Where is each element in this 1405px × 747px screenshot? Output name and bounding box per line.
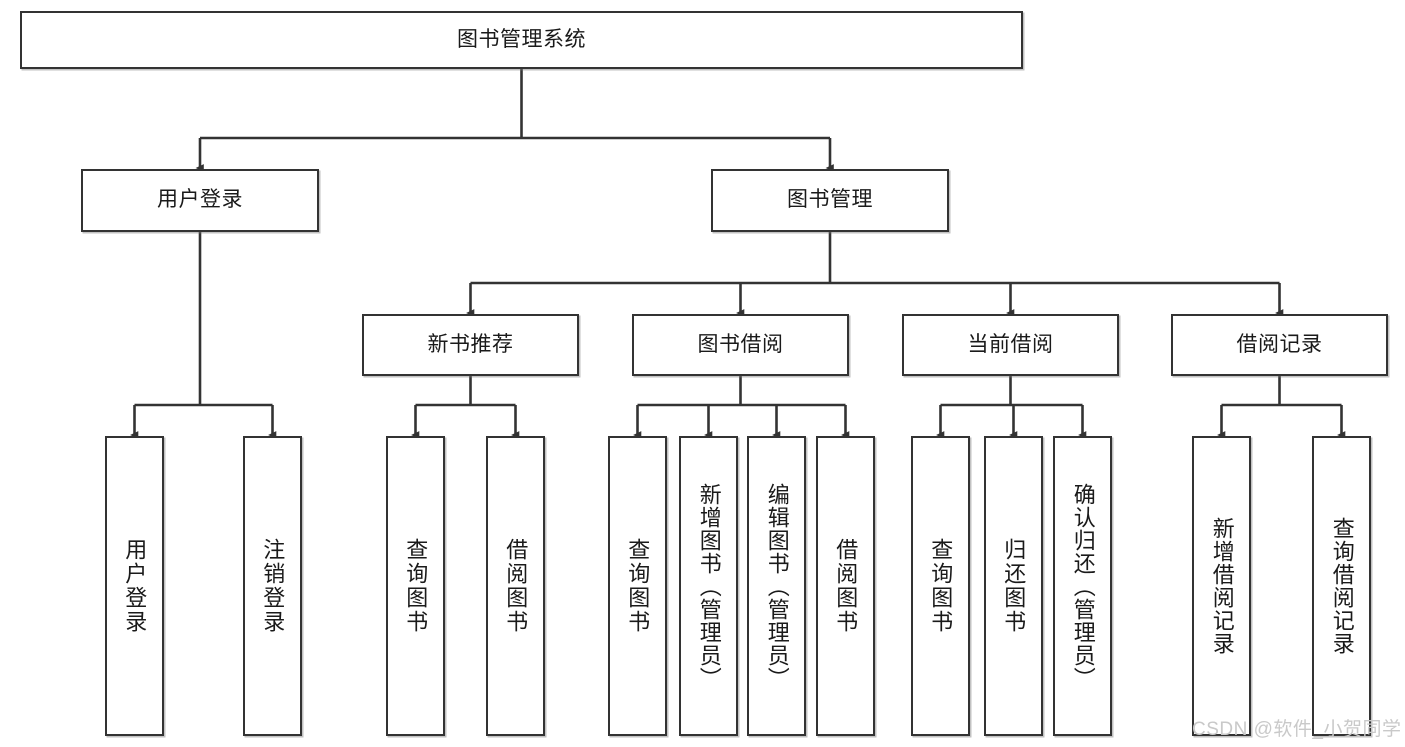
- leaf-query-book-1-label: 查询图书: [403, 538, 429, 634]
- leaf-borrow-book-2-label: 借阅图书: [833, 538, 859, 634]
- leaf-query-book-1[interactable]: 查询图书: [386, 436, 445, 736]
- leaf-query-book-3[interactable]: 查询图书: [911, 436, 970, 736]
- leaf-user-logout[interactable]: 注销登录: [243, 436, 302, 736]
- node-new-book-recommendation-label: 新书推荐: [427, 332, 514, 356]
- node-borrowing-record-label: 借阅记录: [1236, 332, 1323, 356]
- node-new-book-recommendation[interactable]: 新书推荐: [362, 314, 579, 376]
- node-book-borrowing[interactable]: 图书借阅: [632, 314, 849, 376]
- leaf-confirm-return[interactable]: 确认归还（管理员）: [1053, 436, 1112, 736]
- leaf-borrow-book-2[interactable]: 借阅图书: [816, 436, 875, 736]
- leaf-query-borrowing-record-label: 查询借阅记录: [1329, 517, 1355, 655]
- leaf-borrow-book-1-label: 借阅图书: [503, 538, 529, 634]
- leaf-add-borrowing-record-label: 新增借阅记录: [1209, 517, 1235, 655]
- node-current-borrowing[interactable]: 当前借阅: [902, 314, 1119, 376]
- leaf-user-login[interactable]: 用户登录: [105, 436, 164, 736]
- node-borrowing-record[interactable]: 借阅记录: [1171, 314, 1388, 376]
- leaf-query-book-2-label: 查询图书: [625, 538, 651, 634]
- leaf-return-book[interactable]: 归还图书: [984, 436, 1043, 736]
- leaf-query-book-2[interactable]: 查询图书: [608, 436, 667, 736]
- leaf-add-book[interactable]: 新增图书（管理员）: [679, 436, 738, 736]
- node-current-borrowing-label: 当前借阅: [967, 332, 1054, 356]
- leaf-confirm-return-label: 确认归还（管理员）: [1070, 482, 1096, 690]
- leaf-add-borrowing-record[interactable]: 新增借阅记录: [1192, 436, 1251, 736]
- leaf-add-book-label: 新增图书（管理员）: [696, 482, 722, 690]
- node-book-management-label: 图书管理: [787, 188, 873, 212]
- leaf-edit-book[interactable]: 编辑图书（管理员）: [747, 436, 806, 736]
- node-book-borrowing-label: 图书借阅: [697, 332, 784, 356]
- node-user-login-label: 用户登录: [157, 188, 243, 212]
- leaf-edit-book-label: 编辑图书（管理员）: [764, 482, 790, 690]
- node-book-management[interactable]: 图书管理: [711, 169, 949, 232]
- leaf-user-login-label: 用户登录: [122, 538, 148, 634]
- node-root-label: 图书管理系统: [457, 27, 586, 51]
- csdn-watermark: CSDN @软件_小贺同学: [1192, 719, 1402, 740]
- node-user-login[interactable]: 用户登录: [81, 169, 319, 232]
- leaf-query-borrowing-record[interactable]: 查询借阅记录: [1312, 436, 1371, 736]
- leaf-borrow-book-1[interactable]: 借阅图书: [486, 436, 545, 736]
- leaf-user-logout-label: 注销登录: [260, 538, 286, 634]
- leaf-query-book-3-label: 查询图书: [928, 538, 954, 634]
- node-root[interactable]: 图书管理系统: [20, 11, 1023, 69]
- leaf-return-book-label: 归还图书: [1001, 538, 1027, 634]
